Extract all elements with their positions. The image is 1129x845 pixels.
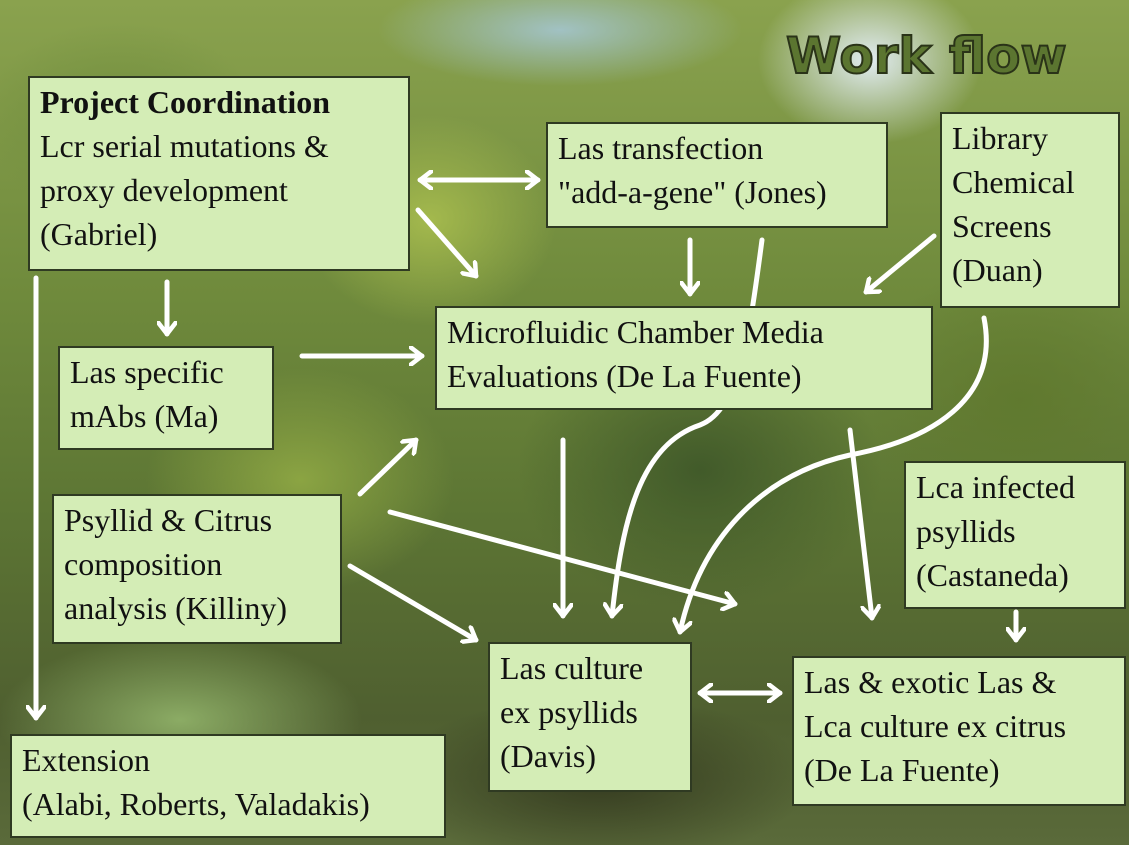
node-line: psyllids — [916, 513, 1016, 549]
node-line: Psyllid & Citrus — [64, 502, 273, 538]
node-line: Extension — [22, 742, 150, 778]
node-line: Library — [952, 120, 1048, 156]
node-line: ex psyllids — [500, 694, 638, 730]
node-psyllid-citrus-composition: Psyllid & Citrus composition analysis (K… — [52, 494, 342, 644]
node-title: Project Coordination — [40, 84, 331, 120]
node-line: Lcr serial mutations & — [40, 128, 329, 164]
node-las-culture-ex-psyllids: Las culture ex psyllids (Davis) — [488, 642, 692, 792]
node-library-chemical-screens: Library Chemical Screens (Duan) — [940, 112, 1120, 308]
arrow-coordination-microfluidic — [415, 207, 479, 279]
node-line: Las & exotic Las & — [804, 664, 1057, 700]
arrow-psyllid-culture-citrus — [387, 509, 738, 604]
node-line: "add-a-gene" (Jones) — [558, 174, 827, 210]
node-line: Chemical — [952, 164, 1075, 200]
node-line: proxy development — [40, 172, 288, 208]
node-line: Lca infected — [916, 469, 1075, 505]
node-line: (Gabriel) — [40, 216, 158, 252]
node-line: analysis (Killiny) — [64, 590, 288, 626]
arrow-microfluidic-culture-citrus — [847, 427, 872, 621]
arrow-library-culture-psyllids — [680, 315, 989, 635]
node-line: (Davis) — [500, 738, 596, 774]
node-line: (De La Fuente) — [804, 752, 1000, 788]
node-line: (Castaneda) — [916, 557, 1069, 593]
node-las-specific-mabs: Las specific mAbs (Ma) — [58, 346, 274, 450]
node-las-exotic-culture-ex-citrus: Las & exotic Las & Lca culture ex citrus… — [792, 656, 1126, 806]
node-line: Evaluations (De La Fuente) — [447, 358, 802, 394]
node-las-transfection: Las transfection "add-a-gene" (Jones) — [546, 122, 888, 228]
node-line: mAbs (Ma) — [70, 398, 219, 434]
arrow-psyllid-culture-psyllids — [347, 563, 479, 640]
node-project-coordination: Project Coordination Lcr serial mutation… — [28, 76, 410, 271]
node-line: (Alabi, Roberts, Valadakis) — [22, 786, 370, 822]
arrow-psyllid-microfluidic — [357, 437, 419, 497]
node-line: Las culture — [500, 650, 644, 686]
node-line: composition — [64, 546, 223, 582]
arrow-transfection-culture-psyllids — [612, 237, 765, 619]
node-lca-infected-psyllids: Lca infected psyllids (Castaneda) — [904, 461, 1126, 609]
node-microfluidic-chamber: Microfluidic Chamber Media Evaluations (… — [435, 306, 933, 410]
node-line: (Duan) — [952, 252, 1043, 288]
arrow-library-microfluidic — [863, 233, 937, 295]
node-line: Las specific — [70, 354, 224, 390]
node-line: Las transfection — [558, 130, 764, 166]
node-line: Lca culture ex citrus — [804, 708, 1067, 744]
node-line: Microfluidic Chamber Media — [447, 314, 824, 350]
diagram-title: Work flow — [785, 26, 1068, 86]
node-line: Screens — [952, 208, 1052, 244]
node-extension: Extension (Alabi, Roberts, Valadakis) — [10, 734, 446, 838]
